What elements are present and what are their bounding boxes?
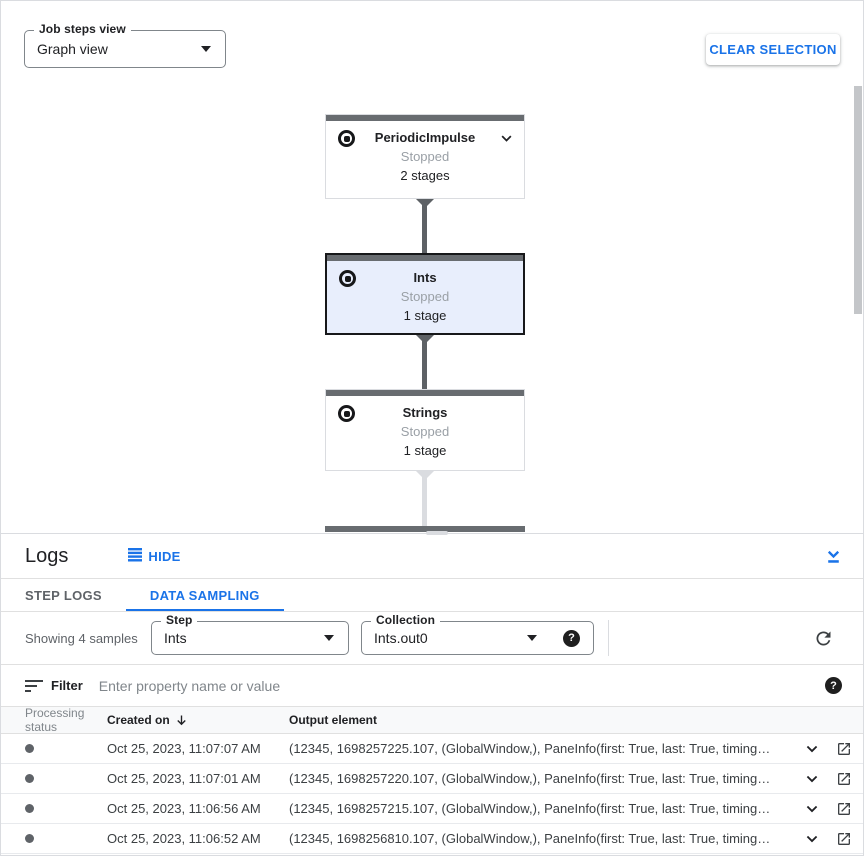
filter-input[interactable] [98,677,813,694]
collapse-panel-icon[interactable] [824,547,843,566]
edge-ints-to-strings [422,335,427,389]
collection-select-value: Ints.out0 [374,630,428,646]
edge-strings-down [422,471,427,527]
open-in-new-icon[interactable] [836,801,852,817]
expand-row-chevron-icon[interactable] [802,739,822,759]
node-stages: 2 stages [400,168,450,183]
column-output-element: Output element [289,713,378,727]
filter-bar: Filter ? [1,664,863,706]
node-status: Stopped [400,289,450,304]
graph-node-strings[interactable]: Strings Stopped 1 stage [325,389,525,471]
stop-circle-icon [338,130,355,147]
column-processing-status: Processing status [25,706,85,734]
created-on-cell: Oct 25, 2023, 11:06:56 AM [107,801,261,816]
processing-status-dot [25,834,34,843]
step-select-label: Step [161,613,198,627]
logs-panel-resize-handle[interactable] [426,531,448,535]
collection-select[interactable]: Collection Ints.out0 ? [361,613,594,655]
dropdown-caret-icon [201,46,211,52]
node-topbar [327,255,523,261]
sample-row-4[interactable]: Oct 25, 2023, 11:06:52 AM (12345, 169825… [1,824,863,854]
collection-select-label: Collection [371,613,441,627]
node-status: Stopped [400,424,450,439]
chevron-down-icon[interactable] [497,129,516,153]
logs-panel-title: Logs [25,544,69,567]
sample-row-3[interactable]: Oct 25, 2023, 11:06:56 AM (12345, 169825… [1,794,863,824]
logs-panel: Logs HIDE STEP LOGS DATA SAMPLING Showin… [1,533,863,855]
node-title: PeriodicImpulse [374,130,476,145]
partially-hidden-node-topbar [325,526,525,532]
output-element-cell: (12345, 1698256810.107, (GlobalWindow,),… [289,831,771,846]
refresh-samples-icon[interactable] [813,628,834,649]
created-on-cell: Oct 25, 2023, 11:07:07 AM [107,741,261,756]
samples-table-header: Processing status Created on Output elem… [1,706,863,734]
open-in-new-icon[interactable] [836,831,852,847]
hide-logs-button[interactable]: HIDE [128,547,181,565]
open-in-new-icon[interactable] [836,771,852,787]
node-topbar [326,115,524,121]
job-steps-view-select[interactable]: Job steps view Graph view [24,22,226,68]
step-select-value: Ints [164,630,187,646]
created-on-cell: Oct 25, 2023, 11:06:52 AM [107,831,261,846]
showing-samples-text: Showing 4 samples [25,630,138,646]
output-element-cell: (12345, 1698257215.107, (GlobalWindow,),… [289,801,771,816]
processing-status-dot [25,744,34,753]
filter-help-icon[interactable]: ? [825,677,842,694]
job-steps-view-label: Job steps view [34,22,131,36]
processing-status-dot [25,804,34,813]
sample-row-2[interactable]: Oct 25, 2023, 11:07:01 AM (12345, 169825… [1,764,863,794]
node-title: Strings [402,405,448,420]
expand-row-chevron-icon[interactable] [802,829,822,849]
dropdown-caret-icon [324,635,334,641]
hide-label: HIDE [148,548,181,564]
graph-node-periodicimpulse[interactable]: PeriodicImpulse Stopped 2 stages [325,114,525,199]
sort-descending-icon[interactable] [174,713,189,728]
clear-selection-button[interactable]: CLEAR SELECTION [706,34,840,65]
output-element-cell: (12345, 1698257225.107, (GlobalWindow,),… [289,741,771,756]
sampling-controls: Showing 4 samples Step Ints Collection I… [1,612,863,664]
node-status: Stopped [400,149,450,164]
filter-label: Filter [51,678,83,693]
collection-help-icon[interactable]: ? [563,629,580,647]
vertical-divider [608,620,609,656]
logs-tabs: STEP LOGS DATA SAMPLING [1,578,863,612]
edge-periodicimpulse-to-ints [422,199,427,253]
expand-row-chevron-icon[interactable] [802,769,822,789]
stop-circle-icon [338,405,355,422]
open-in-new-icon[interactable] [836,741,852,757]
column-created-on[interactable]: Created on [107,713,289,728]
node-title: Ints [413,270,437,285]
graph-vertical-scrollbar[interactable] [854,86,862,314]
expand-row-chevron-icon[interactable] [802,799,822,819]
tab-data-sampling[interactable]: DATA SAMPLING [125,579,284,611]
node-stages: 1 stage [403,308,447,323]
lines-icon [128,547,144,565]
tab-step-logs[interactable]: STEP LOGS [25,587,102,603]
step-select[interactable]: Step Ints [151,613,349,655]
sample-row-1[interactable]: Oct 25, 2023, 11:07:07 AM (12345, 169825… [1,734,863,764]
filter-list-icon [25,679,43,692]
node-stages: 1 stage [403,443,447,458]
node-topbar [326,390,524,396]
stop-circle-icon [339,270,356,287]
processing-status-dot [25,774,34,783]
job-steps-view-value: Graph view [37,41,108,57]
dropdown-caret-icon [527,635,537,641]
graph-node-ints-selected[interactable]: Ints Stopped 1 stage [325,253,525,335]
output-element-cell: (12345, 1698257220.107, (GlobalWindow,),… [289,771,771,786]
created-on-cell: Oct 25, 2023, 11:07:01 AM [107,771,261,786]
